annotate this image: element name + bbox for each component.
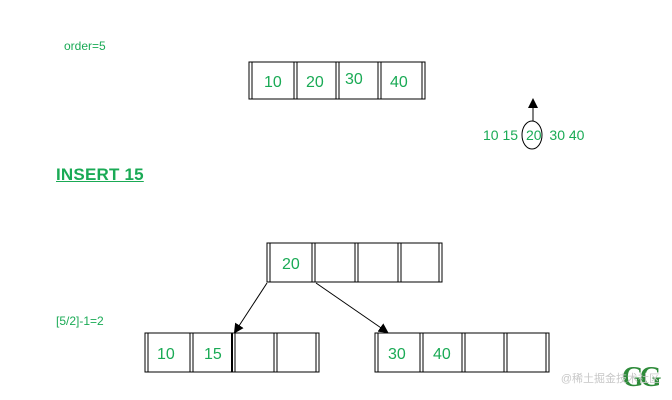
watermark-text: @稀土掘金技术社区 <box>560 373 660 385</box>
left-child-node: 10 15 <box>144 332 320 373</box>
left-child-key-2: 15 <box>204 346 222 363</box>
edge-root-left-child <box>233 282 268 334</box>
key-sequence: 10 15 20 30 40 <box>483 127 584 143</box>
median-circle <box>521 120 543 150</box>
right-child-node: 30 40 <box>374 332 550 373</box>
left-child-key-1: 10 <box>157 346 175 363</box>
keys-after-median: 30 40 <box>549 127 585 143</box>
right-child-key-1: 30 <box>388 346 406 363</box>
root-node: 20 <box>266 242 443 283</box>
root-node-key-1: 20 <box>282 256 300 273</box>
right-child-key-2: 40 <box>433 346 451 363</box>
insert-heading: INSERT 15 <box>56 165 144 184</box>
edge-root-right-child <box>315 282 389 334</box>
gfg-logo: GG <box>622 362 662 393</box>
split-formula: [5/2]-1=2 <box>56 314 104 328</box>
top-node-key-2: 20 <box>306 74 324 91</box>
top-node-key-1: 10 <box>264 74 282 91</box>
top-node-key-4: 40 <box>390 74 408 91</box>
top-node: 10 20 30 40 <box>248 61 426 100</box>
top-node-key-3: 30 <box>345 71 363 88</box>
keys-before-median: 10 15 <box>483 127 519 143</box>
order-label: order=5 <box>64 39 106 53</box>
median-key: 20 <box>525 127 542 143</box>
